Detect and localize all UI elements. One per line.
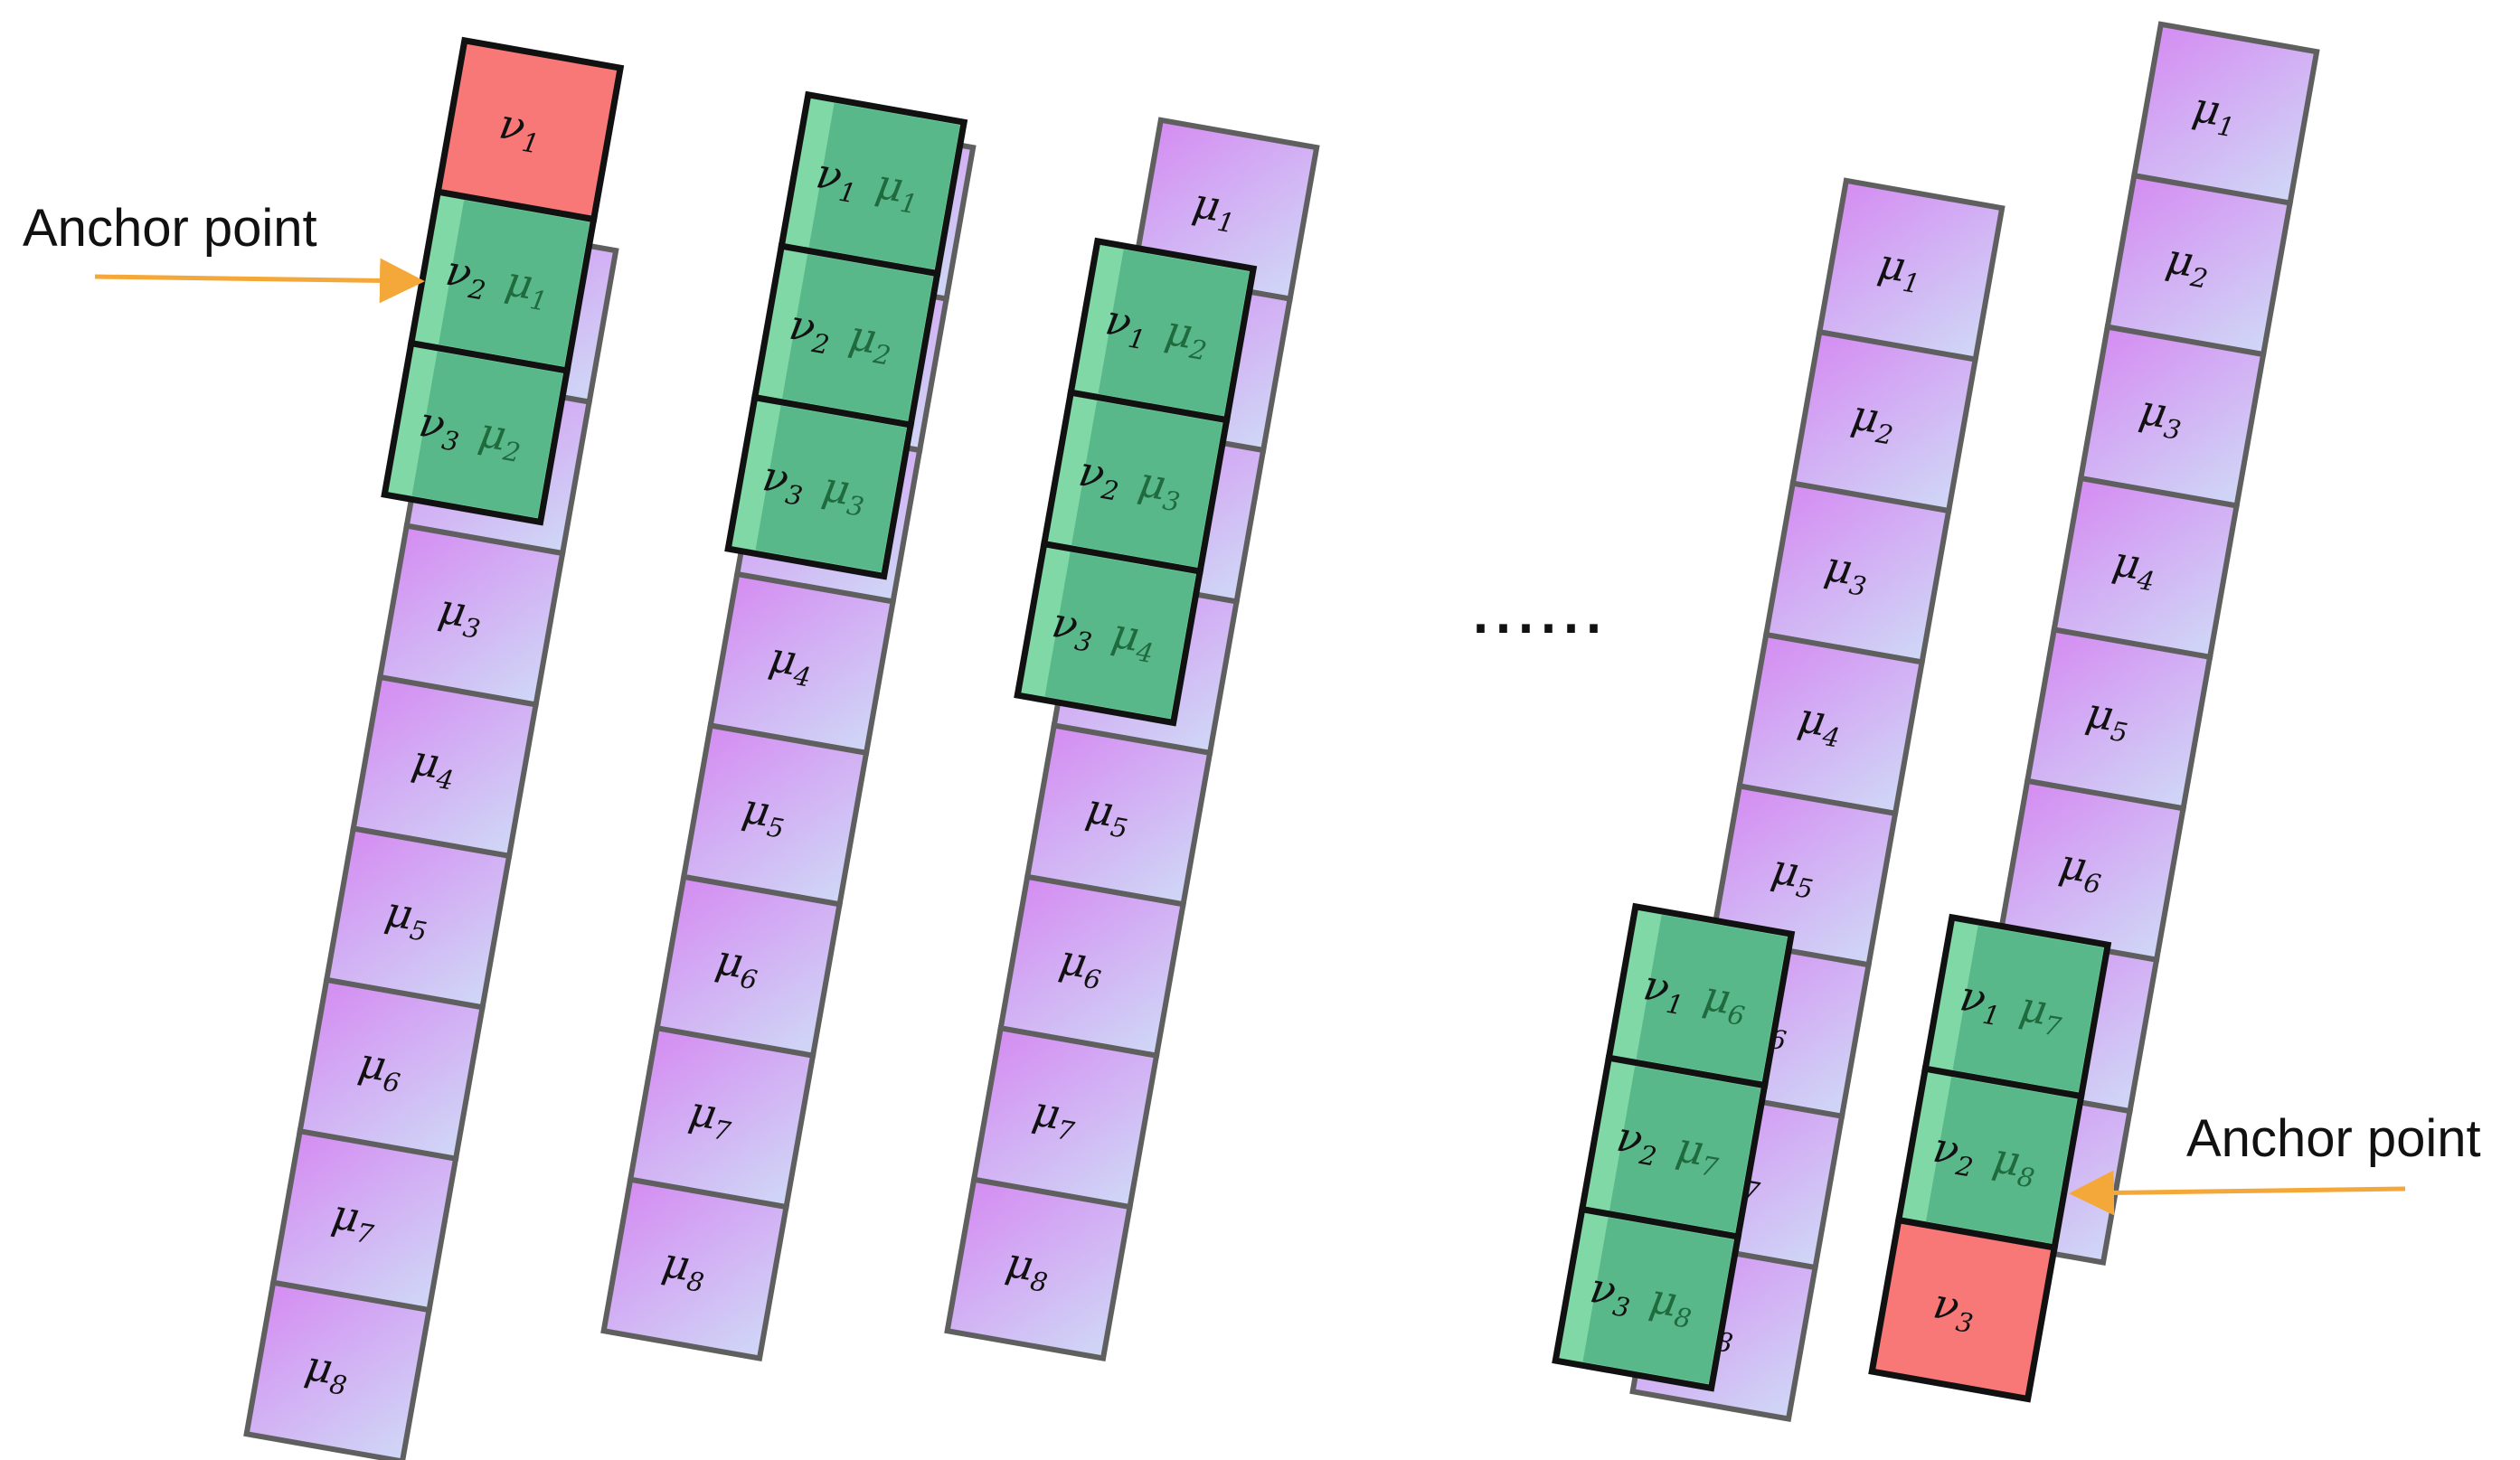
overlap-region xyxy=(1926,1077,2078,1244)
anchor-label-left: Anchor point xyxy=(23,199,317,258)
overlap-region xyxy=(808,102,960,269)
overlap-region xyxy=(782,254,934,421)
nu-column-5-cell-3: ν3 xyxy=(1868,1216,2059,1403)
anchor-arrow-right xyxy=(2069,1170,2406,1216)
overlap-mu-label: μ1 xyxy=(872,159,924,220)
mu-cell-label: μ8 xyxy=(658,1238,711,1298)
overlap-region xyxy=(1071,400,1223,568)
mu-cell-label: μ7 xyxy=(1028,1086,1081,1147)
mu-column-2-cell-6: μ6 xyxy=(654,873,844,1060)
overlap-region xyxy=(1952,925,2104,1092)
nu-cell-label: ν1 xyxy=(1956,971,2006,1031)
overlap-region xyxy=(1636,914,1788,1081)
ellipsis-text: ...... xyxy=(1469,560,1605,651)
mu-cell-label: μ8 xyxy=(1002,1238,1054,1298)
mu-column-2-cell-7: μ7 xyxy=(627,1024,816,1210)
nu-column-1-cell-1: ν1 xyxy=(434,36,625,223)
nu-cell-box-red xyxy=(1868,1216,2059,1403)
mu-cell-label: μ2 xyxy=(2162,233,2214,294)
mu-column-5-cell-5: μ5 xyxy=(2024,626,2213,812)
mu-column-1-cell-4: μ4 xyxy=(350,673,540,860)
overlap-region xyxy=(1609,1066,1761,1233)
overlap-region xyxy=(1582,1217,1734,1384)
anchor-annotation-right: Anchor point xyxy=(2069,1109,2481,1216)
anchor-arrow-left xyxy=(94,258,425,304)
mu-column-5-cell-3: μ3 xyxy=(2077,324,2267,509)
overlap-mu-label: μ3 xyxy=(1134,457,1186,517)
mu-cell-label: μ3 xyxy=(1820,542,1873,602)
mu-cell-box xyxy=(600,1176,790,1362)
anchor-annotation-left: Anchor point xyxy=(23,199,425,304)
mu-cell-label: μ5 xyxy=(738,784,790,844)
mu-column-4-cell-2: μ2 xyxy=(1789,328,1979,514)
anchor-label-right: Anchor point xyxy=(2186,1109,2481,1168)
mu-cell-box xyxy=(243,1279,433,1460)
mu-column-3-cell-5: μ5 xyxy=(1024,721,1213,908)
mu-column-1-cell-5: μ5 xyxy=(323,824,513,1011)
mu-column-1-cell-7: μ7 xyxy=(269,1127,459,1314)
nu-cell-label: ν1 xyxy=(1639,960,1690,1021)
mu-column-2-cell-8: μ8 xyxy=(600,1176,790,1362)
mu-column-2-cell-5: μ5 xyxy=(680,721,870,908)
mu-column-1-cell-3: μ3 xyxy=(376,523,566,708)
mu-column-3-cell-7: μ7 xyxy=(970,1024,1160,1210)
mu-column-1-cell-6: μ6 xyxy=(297,976,486,1163)
mu-column-2-cell-4: μ4 xyxy=(707,570,897,757)
overlap-region xyxy=(1044,551,1196,719)
overlap-region xyxy=(439,200,590,367)
overlap-region xyxy=(411,351,563,518)
mu-column-5-cell-2: μ2 xyxy=(2104,172,2294,358)
mu-column-3-cell-6: μ6 xyxy=(997,873,1187,1060)
mu-column-1-cell-8: μ8 xyxy=(243,1279,433,1460)
mu-cell-box xyxy=(944,1176,1134,1362)
mu-column-4-cell-4: μ4 xyxy=(1736,631,1926,817)
mu-column-4-cell-1: μ1 xyxy=(1816,177,2006,363)
overlap-region xyxy=(755,405,907,572)
mu-column-5-cell-1: μ1 xyxy=(2130,21,2320,207)
mu-column-5-cell-4: μ4 xyxy=(2051,475,2241,661)
mu-column-4-cell-3: μ3 xyxy=(1762,480,1952,665)
mu-column-3-cell-8: μ8 xyxy=(944,1176,1134,1362)
overlap-region xyxy=(1098,249,1250,416)
mu-column-4-cell-5: μ5 xyxy=(1709,782,1899,968)
